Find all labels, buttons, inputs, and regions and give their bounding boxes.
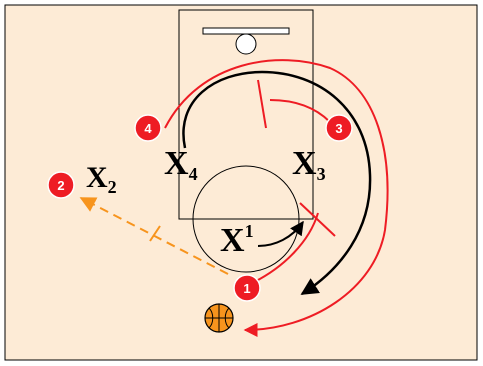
defender-x2: X2 — [86, 161, 117, 197]
defender-x4: X4 — [164, 145, 198, 184]
screen-path-1 — [247, 212, 319, 286]
defender-x1: X1 — [220, 221, 254, 259]
defender-x3: X3 — [292, 145, 326, 184]
cut-path-red-outer — [164, 59, 389, 337]
defender-path-black — [182, 70, 372, 296]
svg-text:3: 3 — [335, 121, 342, 136]
free-throw-circle — [192, 165, 300, 273]
screen-mark-3 — [257, 79, 267, 129]
offense-player-1: 1 — [233, 274, 261, 302]
backboard — [202, 27, 290, 35]
svg-text:4: 4 — [144, 121, 152, 136]
basketball-icon — [204, 303, 234, 333]
defender-path-x1 — [257, 220, 304, 247]
offense-player-2: 2 — [47, 171, 75, 199]
pass-line-tick — [149, 225, 161, 242]
screen-mark-1 — [299, 202, 336, 237]
svg-text:1: 1 — [243, 281, 250, 296]
court-background — [4, 4, 478, 361]
offense-player-3: 3 — [325, 114, 353, 142]
basket-rim — [235, 33, 257, 55]
svg-text:2: 2 — [57, 178, 64, 193]
offense-player-4: 4 — [134, 114, 162, 142]
cut-path-red-inner — [269, 99, 331, 123]
key-lane — [178, 9, 314, 220]
